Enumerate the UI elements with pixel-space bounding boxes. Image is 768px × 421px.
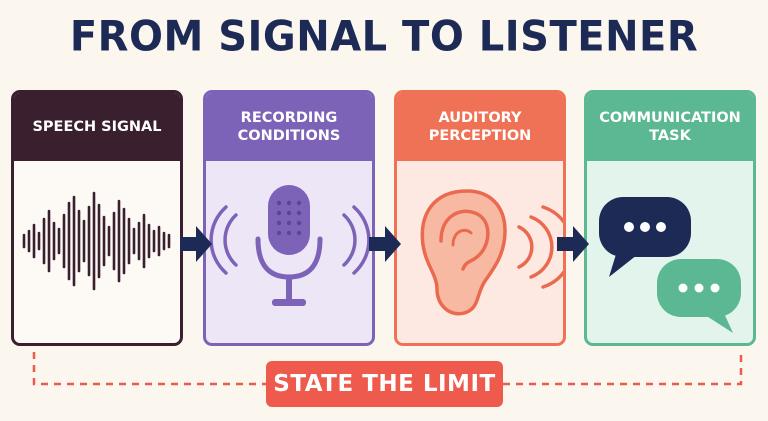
waveform-icon xyxy=(22,191,171,291)
chat-bubbles-icon xyxy=(599,197,741,333)
ear-icon xyxy=(420,189,563,316)
panel-recording-conditions: RECORDING CONDITIONS xyxy=(203,90,375,346)
right-arrow-icon xyxy=(369,226,401,262)
right-arrow-icon xyxy=(557,226,589,262)
panel-auditory-perception: AUDITORY PERCEPTION xyxy=(394,90,566,346)
panel-label: RECORDING CONDITIONS xyxy=(206,93,372,161)
panel-label: SPEECH SIGNAL xyxy=(14,93,180,161)
panel-label: COMMUNICATION TASK xyxy=(587,93,753,161)
diagram-title: FROM SIGNAL TO LISTENER xyxy=(69,12,699,62)
panel-speech-signal: SPEECH SIGNAL xyxy=(11,90,183,346)
panel-communication-task: COMMUNICATION TASK xyxy=(584,90,756,346)
right-arrow-icon xyxy=(180,226,212,262)
microphone-icon xyxy=(209,185,371,306)
state-the-limit-label: STATE THE LIMIT xyxy=(266,361,503,407)
panel-label: AUDITORY PERCEPTION xyxy=(397,93,563,161)
